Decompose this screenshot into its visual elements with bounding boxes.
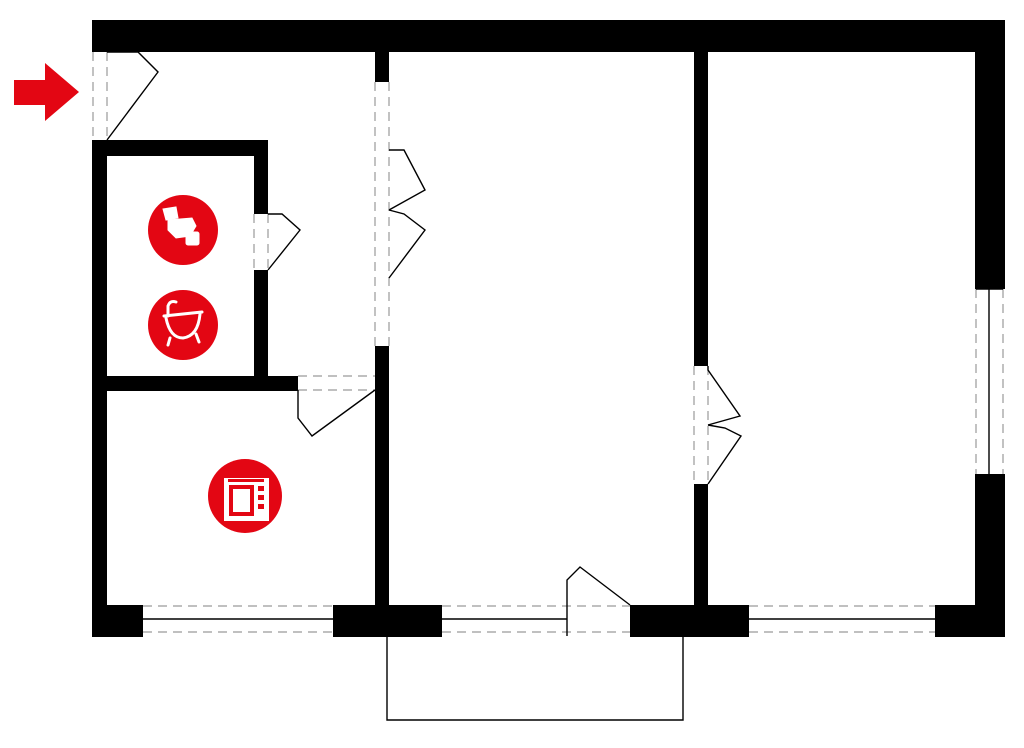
bathroom-door-opening xyxy=(253,214,269,270)
entrance-arrow-icon xyxy=(14,63,79,121)
entrance-opening xyxy=(92,52,108,140)
walls xyxy=(92,20,1005,637)
bedroom-window xyxy=(749,605,935,633)
entrance-door[interactable] xyxy=(106,51,159,141)
bathroom-wall-top xyxy=(92,140,268,156)
wall-bottom-right xyxy=(935,605,1005,637)
bedroom-door-lower[interactable] xyxy=(707,424,743,485)
hall-living-opening xyxy=(374,82,390,346)
partition-hall-upper xyxy=(375,20,389,82)
kitchen-door-opening xyxy=(298,375,375,391)
bathtub-icon xyxy=(148,290,218,360)
openings xyxy=(92,52,1004,633)
hall-door-lower[interactable] xyxy=(388,209,426,279)
kitchen-door[interactable] xyxy=(297,389,376,437)
living-room-window xyxy=(442,605,630,633)
toilet-icon xyxy=(148,195,218,265)
wall-right-upper xyxy=(975,20,1005,289)
bedroom-door-upper[interactable] xyxy=(707,366,742,426)
partition-bedroom-lower xyxy=(694,484,708,637)
bathroom-door[interactable] xyxy=(267,213,301,271)
balcony-door[interactable] xyxy=(566,566,631,636)
kitchen-window xyxy=(143,605,333,633)
wall-left-upper-stub xyxy=(92,20,107,52)
balcony xyxy=(386,637,684,721)
stove-icon xyxy=(208,459,282,533)
bathroom-wall-right-lower xyxy=(254,270,268,390)
wall-top xyxy=(92,20,1005,52)
bathroom-wall-right-upper xyxy=(254,140,268,214)
bathroom-wall-bottom xyxy=(92,376,298,391)
bedroom-side-window xyxy=(975,288,1004,474)
partition-bedroom-upper xyxy=(694,20,708,366)
hall-door-upper[interactable] xyxy=(388,149,426,211)
wall-bottom-mid-right xyxy=(630,605,749,637)
doors xyxy=(106,51,743,636)
living-bedroom-opening xyxy=(693,366,709,484)
partition-hall-lower xyxy=(375,346,389,637)
wall-bottom-left xyxy=(92,605,143,637)
